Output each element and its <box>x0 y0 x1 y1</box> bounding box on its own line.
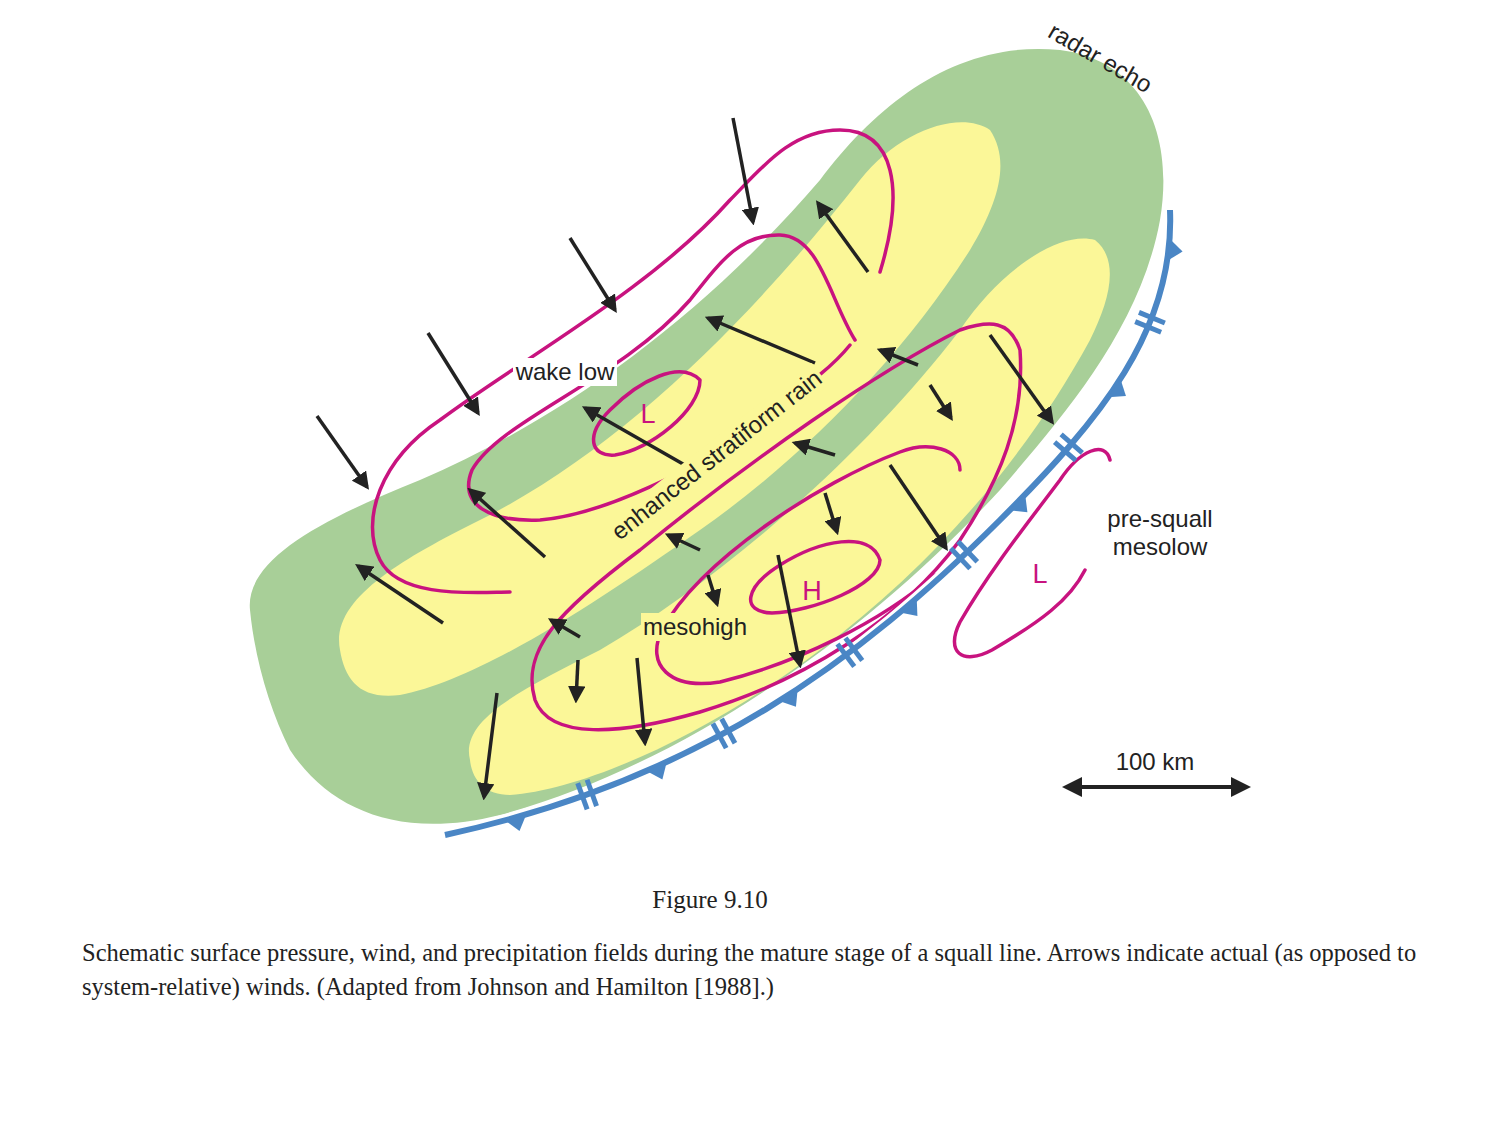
wind-arrow <box>890 465 946 548</box>
wind-arrow <box>778 555 800 665</box>
gust-front-halo <box>445 210 1170 835</box>
figure-number: Figure 9.10 <box>652 886 767 915</box>
gust-front-bars <box>578 780 597 810</box>
wind-arrow <box>880 350 918 365</box>
cold-front-triangle <box>900 598 917 616</box>
gust-front-bars <box>951 541 978 568</box>
wind-arrow <box>470 490 545 557</box>
gust-front-bars <box>1055 434 1083 460</box>
wind-arrow <box>708 575 717 604</box>
wind-arrows <box>317 118 1052 797</box>
gust-front-bars <box>837 638 862 666</box>
bar <box>1139 312 1165 323</box>
cold-front-triangle <box>1167 239 1182 261</box>
bar <box>713 723 726 748</box>
scale-label: 100 km <box>1116 748 1195 776</box>
gust-front-line <box>445 210 1170 835</box>
isobars <box>373 130 1111 730</box>
wind-arrow <box>637 658 645 743</box>
region-label: mesohigh <box>641 613 749 641</box>
cold-front-triangle <box>1010 495 1028 513</box>
cold-front-triangle <box>1108 379 1126 397</box>
wind-arrow <box>825 493 837 532</box>
wind-arrow <box>818 203 868 272</box>
radar-echo-region <box>250 49 1164 824</box>
bar <box>578 783 587 809</box>
wind-arrow <box>585 408 690 468</box>
wind-arrow <box>428 333 478 413</box>
bar <box>837 644 854 666</box>
wind-arrow <box>930 385 951 418</box>
wind-arrow <box>358 566 443 623</box>
wind-arrow <box>484 693 497 797</box>
wind-arrow <box>795 443 835 455</box>
bar <box>587 780 596 806</box>
wind-arrow <box>570 238 615 310</box>
wind-arrow <box>990 335 1052 422</box>
bar <box>1135 322 1161 333</box>
wind-arrow <box>317 416 367 487</box>
cold-front-triangle <box>779 689 797 707</box>
wind-arrow <box>668 535 700 550</box>
wind-arrow <box>733 118 753 222</box>
low-symbol: L <box>640 399 655 430</box>
scale-bar <box>1066 785 1247 789</box>
cold-front-triangle <box>647 762 667 779</box>
gust-front-bars <box>1135 312 1165 332</box>
low-symbol: L <box>1032 559 1047 590</box>
wind-arrow <box>551 620 580 637</box>
figure-caption: Schematic surface pressure, wind, and pr… <box>82 936 1427 1004</box>
high-symbol: H <box>802 576 822 607</box>
region-label: wake low <box>513 358 618 386</box>
cold-front-triangle <box>505 814 526 830</box>
wind-arrow <box>708 318 815 363</box>
wind-arrow <box>576 660 578 700</box>
bar <box>1055 442 1076 460</box>
gust-front-bars <box>713 719 735 748</box>
region-label: pre-squall mesolow <box>1080 505 1240 560</box>
bar <box>951 548 970 568</box>
